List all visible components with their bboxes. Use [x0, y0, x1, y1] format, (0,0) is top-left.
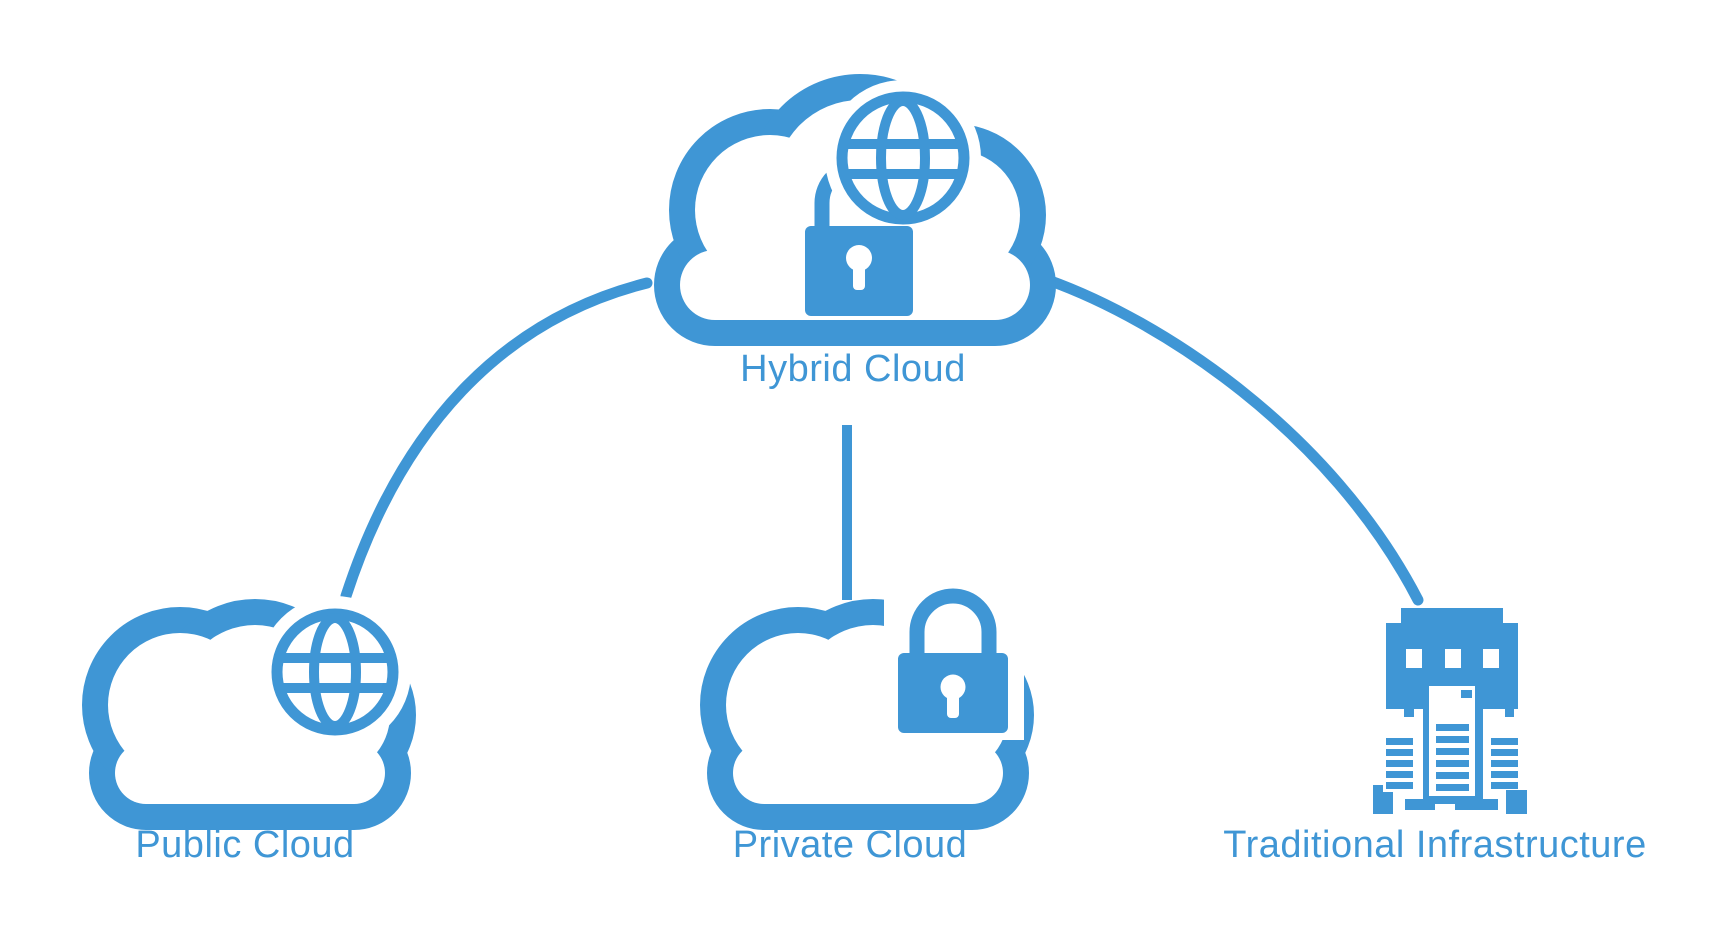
keyhole	[846, 245, 872, 290]
traditional-infrastructure-label: Traditional Infrastructure	[1223, 824, 1647, 866]
hybrid-cloud-icon	[654, 74, 1056, 346]
globe-icon	[836, 91, 970, 225]
server-rack-left	[1386, 738, 1413, 789]
public-cloud-label: Public Cloud	[135, 824, 355, 866]
building-roof	[1401, 608, 1503, 624]
globe-icon	[271, 608, 399, 736]
lock-icon	[898, 588, 1008, 733]
server-rack-right	[1491, 738, 1518, 789]
lock-shackle	[909, 588, 997, 655]
private-cloud-icon	[700, 574, 1034, 830]
hybrid-cloud-label: Hybrid Cloud	[740, 348, 966, 390]
private-cloud-label: Private Cloud	[732, 824, 968, 866]
server-building-icon	[1373, 608, 1527, 814]
building-windows	[1406, 649, 1499, 668]
public-cloud-icon	[82, 596, 416, 830]
edge-hybrid-to-public	[340, 277, 653, 602]
globe-halo	[825, 80, 981, 236]
edge-hybrid-to-traditional	[1042, 274, 1424, 606]
keyhole	[940, 674, 966, 718]
